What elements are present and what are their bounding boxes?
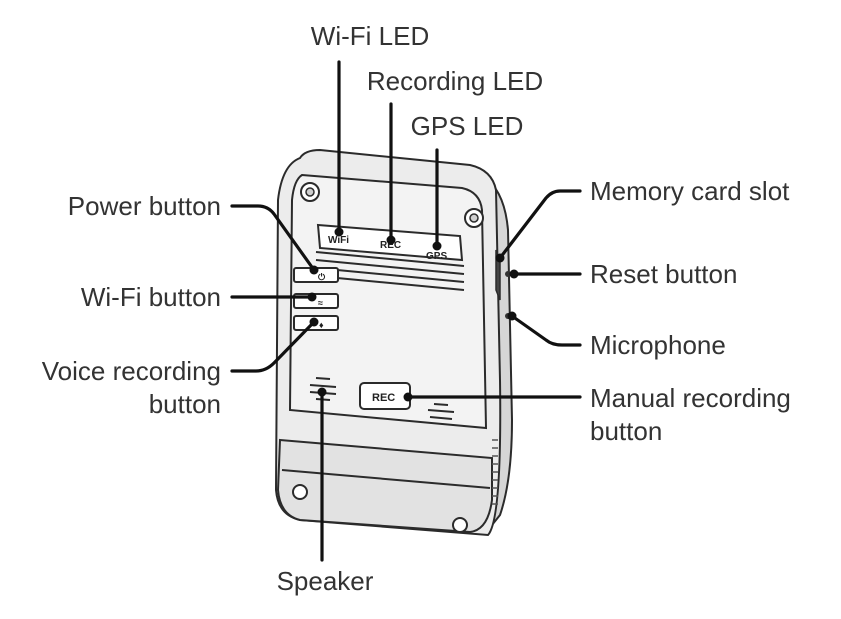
label-power-button: Power button	[68, 191, 221, 221]
svg-text:⏻: ⏻	[318, 272, 326, 282]
label-wifi-button: Wi-Fi button	[81, 282, 221, 312]
label-recording-led: Recording LED	[367, 66, 543, 96]
callout-labels: Wi-Fi LED Recording LED GPS LED Power bu…	[42, 21, 791, 596]
speaker-grille-right	[427, 403, 455, 420]
label-voice-recording-line2: button	[149, 389, 221, 419]
label-gps-led: GPS LED	[411, 111, 524, 141]
label-manual-recording-line2: button	[590, 416, 662, 446]
screw-hole-top-right	[464, 208, 484, 228]
label-reset-button: Reset button	[590, 259, 737, 289]
label-microphone: Microphone	[590, 330, 726, 360]
screw-hole-bottom-right	[452, 517, 468, 533]
leader-lines	[230, 60, 582, 562]
led-rec-text: REC	[380, 240, 401, 251]
screw-hole-bottom-left	[292, 484, 308, 500]
leader-voice-recording-button	[230, 320, 316, 373]
leader-memory-card-slot	[498, 189, 582, 260]
leader-microphone	[510, 314, 582, 347]
leader-power-button	[230, 204, 316, 272]
label-memory-card-slot: Memory card slot	[590, 176, 790, 206]
svg-text:♦: ♦	[319, 320, 324, 330]
side-vents	[492, 439, 498, 505]
label-manual-recording-line1: Manual recording	[590, 383, 791, 413]
rec-button-text: REC	[372, 392, 395, 404]
power-button[interactable]: ⏻	[293, 267, 339, 283]
label-speaker: Speaker	[277, 566, 374, 596]
screw-hole-top-left	[300, 182, 320, 202]
vent-grooves	[315, 251, 465, 291]
reset-button-hole[interactable]	[505, 271, 511, 277]
label-wifi-led: Wi-Fi LED	[311, 21, 429, 51]
label-voice-recording-line1: Voice recording	[42, 356, 221, 386]
svg-text:≈: ≈	[318, 298, 323, 308]
dashcam-body: WiFi REC GPS ⏻ ≈ ♦	[274, 148, 514, 537]
led-wifi-text: WiFi	[328, 235, 349, 246]
manual-recording-button[interactable]: REC	[359, 382, 411, 410]
led-gps-text: GPS	[426, 251, 447, 262]
